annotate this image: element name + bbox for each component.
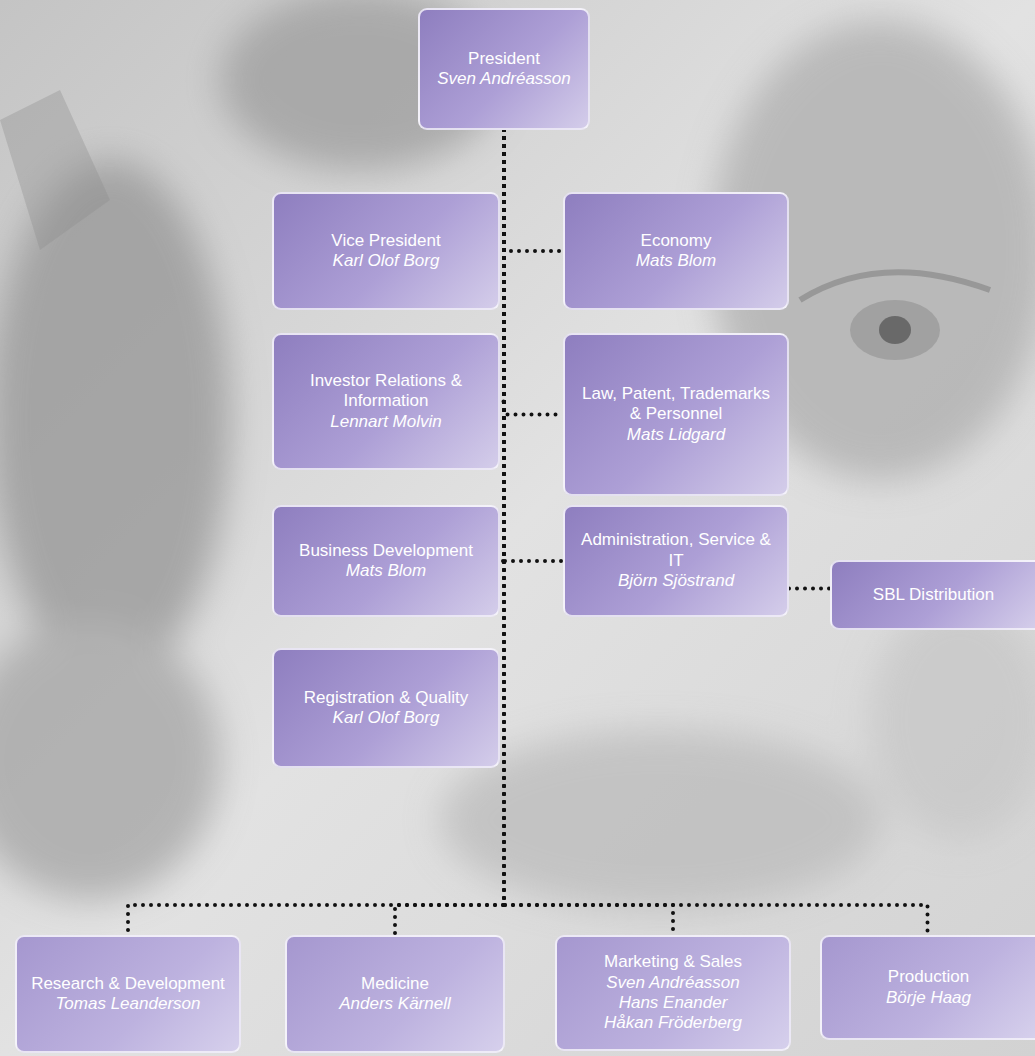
unit-title: Law, Patent, Trademarks & Personnel [575, 384, 777, 425]
dotted-connector [504, 130, 563, 251]
division-box: Research & DevelopmentTomas Leanderson [15, 935, 241, 1053]
person-name: Lennart Molvin [330, 412, 442, 432]
person-name: Mats Blom [636, 251, 716, 271]
unit-title: Administration, Service & IT [575, 530, 777, 571]
staff-box: Registration & QualityKarl Olof Borg [272, 648, 500, 768]
dotted-connector [504, 130, 563, 415]
division-box: MedicineAnders Kärnell [285, 935, 505, 1053]
person-name: Björn Sjöstrand [618, 571, 734, 591]
unit-title: Medicine [361, 974, 429, 994]
staff-box: EconomyMats Blom [563, 192, 789, 310]
person-name: Anders Kärnell [339, 994, 451, 1014]
person-name: Håkan Fröderberg [604, 1013, 742, 1033]
person-name: Tomas Leanderson [56, 994, 201, 1014]
person-name: Karl Olof Borg [333, 708, 440, 728]
dotted-connector [128, 130, 504, 935]
dotted-connector [504, 130, 928, 935]
person-name: Sven Andréasson [437, 69, 571, 89]
unit-title: Marketing & Sales [604, 952, 742, 972]
unit-title: Economy [641, 231, 712, 251]
unit-title: Research & Development [31, 974, 225, 994]
unit-box: SBL Distribution [830, 560, 1035, 630]
staff-box: Investor Relations & InformationLennart … [272, 333, 500, 470]
dotted-connector [789, 587, 830, 591]
person-name: Mats Blom [346, 561, 426, 581]
unit-title: Business Development [299, 541, 473, 561]
unit-title: Investor Relations & Information [284, 371, 488, 412]
staff-box: Administration, Service & ITBjörn Sjöstr… [563, 505, 789, 617]
president-box: PresidentSven Andréasson [418, 8, 590, 130]
unit-title: President [468, 49, 540, 69]
person-name: Hans Enander [619, 993, 728, 1013]
unit-title: Vice President [331, 231, 440, 251]
staff-box: Law, Patent, Trademarks & PersonnelMats … [563, 333, 789, 496]
division-box: Marketing & SalesSven AndréassonHans Ena… [555, 935, 791, 1051]
unit-title: Production [888, 967, 969, 987]
unit-title: Registration & Quality [304, 688, 468, 708]
person-name: Sven Andréasson [606, 973, 740, 993]
dotted-connector [504, 130, 563, 561]
person-name: Karl Olof Borg [333, 251, 440, 271]
staff-box: Business DevelopmentMats Blom [272, 505, 500, 617]
staff-box: Vice PresidentKarl Olof Borg [272, 192, 500, 310]
unit-title: SBL Distribution [873, 585, 994, 605]
person-name: Mats Lidgard [627, 425, 725, 445]
person-name: Börje Haag [886, 988, 971, 1008]
division-box: ProductionBörje Haag [820, 935, 1035, 1040]
